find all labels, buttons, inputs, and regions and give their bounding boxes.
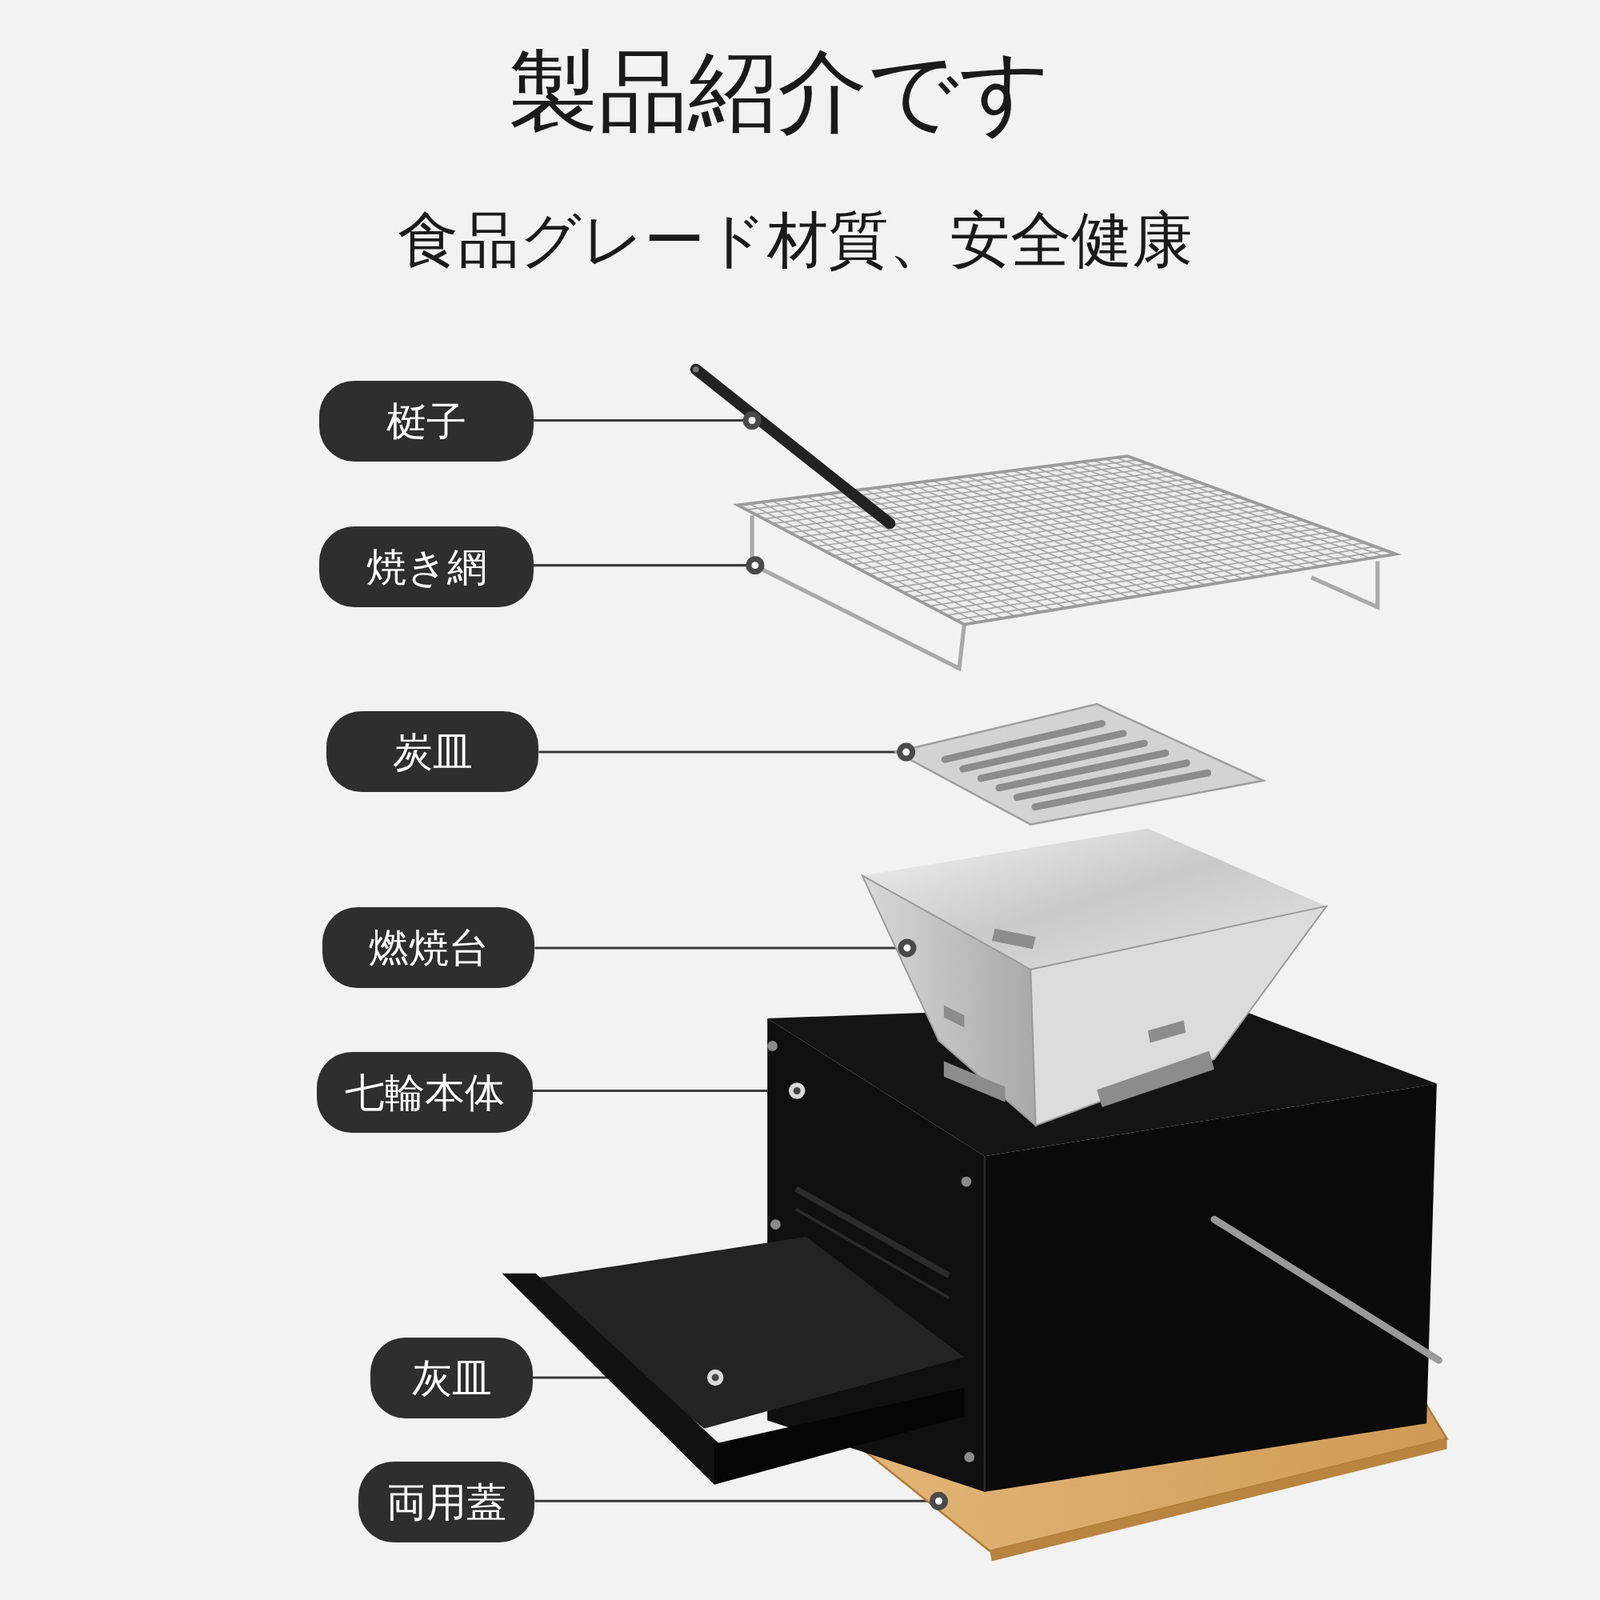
plate-slots	[944, 723, 1208, 807]
ash-tray-front	[714, 1388, 965, 1485]
leader-line	[532, 1089, 768, 1092]
screw	[961, 1176, 972, 1188]
basin-right-face	[1030, 906, 1327, 1126]
mesh-wire	[851, 504, 1262, 565]
lever-hole	[692, 366, 700, 373]
callout-dot	[897, 938, 916, 957]
vent	[1096, 1051, 1215, 1108]
part-label-pill: 炭皿	[326, 711, 539, 792]
part-label-pill: 七輪本体	[316, 1052, 533, 1133]
callout-dots	[707, 411, 948, 1511]
callout-dot-center	[903, 944, 911, 952]
screw	[770, 1219, 781, 1230]
plate-slot	[1035, 772, 1208, 807]
leader-line	[538, 751, 906, 754]
leader-line	[534, 1500, 939, 1503]
charcoal-plate	[896, 704, 1264, 825]
screw	[767, 1040, 778, 1052]
body-edge	[984, 1156, 987, 1492]
vent	[944, 1061, 1006, 1103]
screw	[964, 1452, 975, 1463]
callout-dot	[896, 743, 916, 762]
basin-vents	[944, 928, 1215, 1108]
part-label-pill: 梃子	[319, 380, 534, 462]
part-label-pill: 両用蓋	[358, 1461, 535, 1543]
subtitle: 食品グレード材質、安全健康	[397, 206, 1193, 274]
ash-tray-side	[502, 1273, 720, 1485]
mesh-wire	[842, 501, 1252, 561]
part-name: 梃子	[386, 401, 467, 442]
part-label-pill: 燃焼台	[322, 907, 535, 988]
callout-dot-center	[793, 1087, 801, 1095]
part-name: 両用蓋	[386, 1482, 507, 1523]
leader-line	[533, 419, 752, 422]
part-name: 燃焼台	[368, 928, 489, 968]
mesh-wire	[938, 542, 1366, 611]
mesh-wire	[755, 464, 1148, 515]
callout-dot-center	[902, 748, 910, 756]
basin-left-face	[862, 875, 1036, 1126]
part-name: 七輪本体	[344, 1072, 505, 1113]
callout-dot	[743, 411, 762, 430]
part-name: 炭皿	[392, 732, 473, 772]
body-right-face	[984, 1084, 1437, 1492]
part-label-pill: 焼き網	[319, 526, 534, 608]
mesh-wire	[955, 550, 1386, 620]
mesh-wire	[833, 497, 1241, 556]
callout-dot	[745, 556, 764, 575]
part-label-pill: 灰皿	[370, 1337, 533, 1419]
side-handle	[1214, 1219, 1440, 1360]
leader-line	[534, 946, 908, 949]
callout-dot-center	[751, 561, 759, 569]
callout-dot	[707, 1369, 724, 1386]
vent	[992, 928, 1036, 950]
leader-line	[533, 564, 756, 567]
callout-dot-center	[935, 1497, 943, 1505]
grate-leg	[1311, 561, 1378, 608]
callout-dot	[788, 1082, 805, 1099]
part-name: 焼き網	[366, 547, 488, 588]
callout-dot-center	[748, 416, 756, 424]
page-title: 製品紹介です	[508, 42, 1052, 141]
vent	[944, 1004, 965, 1028]
mesh-wire	[746, 460, 1138, 510]
mesh-wire	[947, 546, 1376, 616]
callout-dot-center	[712, 1373, 720, 1381]
vent	[1148, 1020, 1186, 1044]
callout-dot	[929, 1492, 948, 1511]
lever	[696, 369, 890, 524]
mesh-wire	[807, 486, 1210, 542]
part-name: 灰皿	[412, 1358, 492, 1399]
